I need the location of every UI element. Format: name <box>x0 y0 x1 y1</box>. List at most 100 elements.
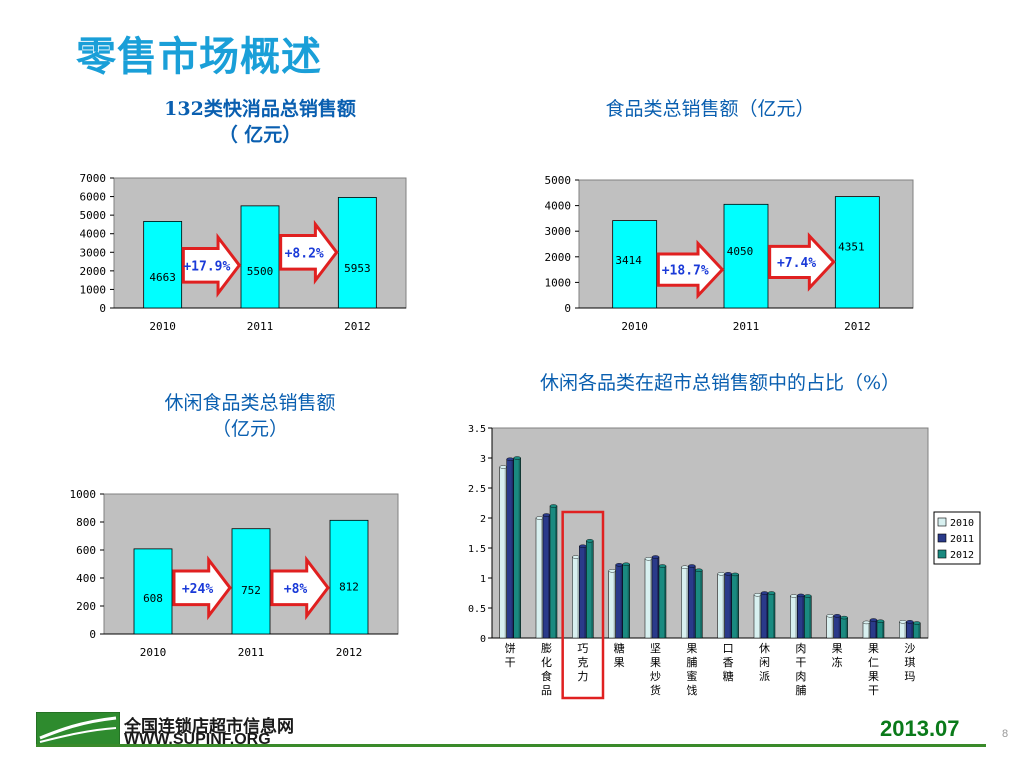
y-tick-label: 1000 <box>70 488 97 501</box>
category-label-char: 脯 <box>686 656 697 669</box>
y-tick-label: 6000 <box>80 191 107 204</box>
bar-top <box>615 563 623 567</box>
y-tick-label: 0 <box>89 628 96 641</box>
bar-top <box>876 619 885 623</box>
bar-shade <box>627 564 630 638</box>
growth-label: +18.7% <box>662 264 709 279</box>
bar <box>723 203 769 309</box>
bar-value-label: 752 <box>241 584 261 597</box>
bar-top <box>767 591 776 595</box>
bar-top <box>572 555 580 559</box>
bar-top <box>695 568 703 572</box>
bar-value-label: 4050 <box>727 245 754 258</box>
bar-shade <box>664 566 666 638</box>
category-label-char: 休 <box>759 642 770 655</box>
bar-shade <box>620 564 623 638</box>
fmcg-title-line1: 132类快消品总销售额 <box>164 98 356 120</box>
y-tick-label: 600 <box>76 544 96 557</box>
bar-top <box>622 562 630 566</box>
bar-shade <box>700 570 703 638</box>
category-label-char: 果 <box>868 642 879 655</box>
legend-swatch <box>937 517 947 527</box>
y-tick-label: 3 <box>480 454 486 465</box>
category-label-char: 冻 <box>832 655 843 669</box>
bar <box>231 528 271 635</box>
category-label-char: 糖 <box>723 669 734 683</box>
growth-arrow <box>172 555 232 621</box>
bar-shade <box>504 467 507 638</box>
bar-top <box>906 620 914 624</box>
legend-label: 2010 <box>950 518 974 529</box>
y-tick-label: 1000 <box>545 276 572 289</box>
bar-shade <box>541 518 543 638</box>
fmcg-chart-title: 132类快消品总销售额 （ 亿元） <box>130 96 390 148</box>
bar-top <box>506 457 514 461</box>
bar-value-label: 5953 <box>344 262 371 275</box>
category-label-char: 果 <box>686 642 697 655</box>
bar-shade <box>882 621 884 638</box>
snack-sales-chart: 02004006008001000608201075220118122012+2… <box>70 488 399 659</box>
bar-value-label: 3414 <box>615 254 642 267</box>
y-tick-label: 1000 <box>80 283 107 296</box>
bar-top <box>681 565 689 569</box>
category-label-char: 品 <box>541 684 552 697</box>
category-label-char: 果 <box>650 656 661 669</box>
growth-label: +8.2% <box>285 246 324 261</box>
category-label-char: 巧 <box>577 642 588 655</box>
y-tick-label: 3000 <box>80 246 107 259</box>
bar <box>143 221 183 309</box>
bar-top <box>651 555 660 559</box>
category-label-char: 蜜 <box>686 669 697 683</box>
plot-area <box>491 427 929 639</box>
bar-shade <box>650 558 652 638</box>
bar-shade <box>831 615 834 638</box>
bar <box>337 197 377 309</box>
page-number: 8 <box>1002 728 1009 740</box>
y-tick-label: 5000 <box>80 209 107 222</box>
supinf-logo-icon <box>36 712 120 746</box>
y-tick-label: 800 <box>76 516 96 529</box>
bar-top <box>753 593 762 597</box>
x-tick-label: 2010 <box>149 320 176 333</box>
bar-top <box>826 614 834 618</box>
y-tick-label: 4000 <box>545 200 572 213</box>
bar-top <box>579 544 587 548</box>
bar-shade <box>795 596 798 638</box>
category-label-char: 干 <box>505 656 516 669</box>
share-title-line1: 休闲各品类在超市总销售额中的占比（%） <box>539 372 901 394</box>
y-tick-label: 2 <box>480 514 486 525</box>
y-tick-label: 0 <box>99 302 106 315</box>
bar-shade <box>548 515 550 638</box>
bar-top <box>840 615 848 620</box>
bar-top <box>731 572 739 577</box>
category-label-char: 饼 <box>505 641 516 655</box>
bar-shade <box>868 622 870 638</box>
bar-shade <box>591 540 594 638</box>
category-label-char: 炒 <box>650 670 661 683</box>
y-tick-label: 3000 <box>545 225 572 238</box>
category-label-char: 克 <box>577 656 588 669</box>
bar-shade <box>736 574 739 638</box>
bar-shade <box>759 594 761 638</box>
bar-shade <box>773 593 775 638</box>
category-label-char: 坚 <box>650 642 661 655</box>
category-label-char: 果 <box>832 642 843 655</box>
bar-top <box>804 594 812 598</box>
x-tick-label: 2010 <box>621 320 648 333</box>
bar-top <box>499 465 507 469</box>
bar-top <box>899 620 907 624</box>
x-tick-label: 2011 <box>247 320 274 333</box>
category-label-char: 仁 <box>868 656 879 669</box>
bar-top <box>644 557 653 561</box>
bar-shade <box>875 620 877 638</box>
y-tick-label: 4000 <box>80 228 107 241</box>
growth-arrow <box>270 555 330 621</box>
growth-label: +24% <box>182 582 213 597</box>
bar-top <box>549 504 558 508</box>
slide-title: 零售市场概述 <box>76 34 322 80</box>
bar-value-label: 608 <box>143 592 163 605</box>
y-tick-label: 2.5 <box>468 484 486 495</box>
growth-label: +8% <box>284 582 308 597</box>
snack-title-line2: （亿元） <box>211 418 288 440</box>
legend-swatch <box>937 549 947 559</box>
